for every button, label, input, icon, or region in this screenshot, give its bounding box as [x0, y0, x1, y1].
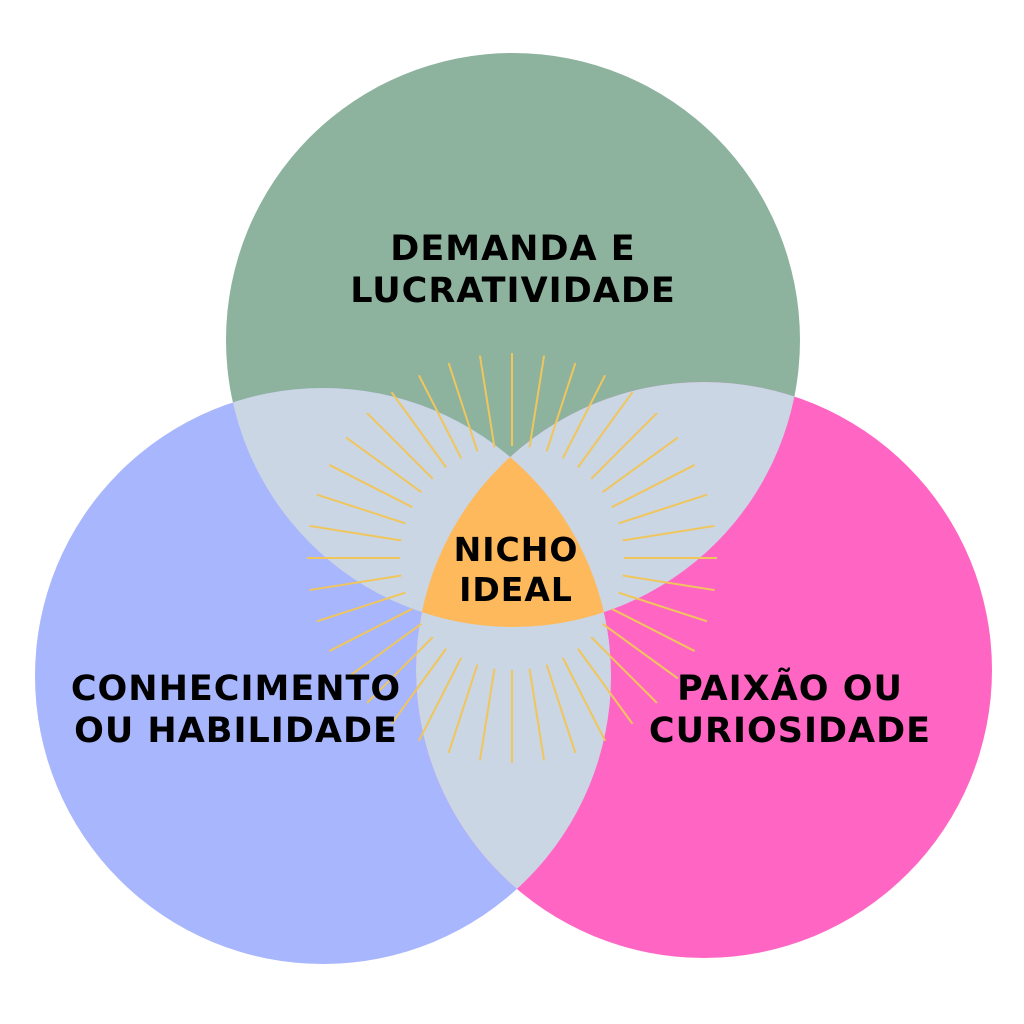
- ray: [577, 648, 634, 725]
- ray: [316, 591, 406, 623]
- ray: [577, 391, 634, 468]
- ray: [345, 436, 422, 493]
- ray: [618, 591, 708, 623]
- center-label-line1: NICHO: [453, 530, 579, 569]
- ray: [602, 623, 679, 680]
- knowledge-label-line1: CONHECIMENTO: [70, 669, 402, 709]
- ray: [390, 391, 447, 468]
- ray: [590, 412, 658, 480]
- ray: [366, 636, 434, 704]
- passion-label: PAIXÃO OU CURIOSIDADE: [649, 668, 931, 752]
- center-label: NICHO IDEAL: [454, 530, 579, 610]
- ray: [447, 664, 479, 754]
- ray: [418, 374, 463, 459]
- ideal-niche-region: [416, 388, 611, 627]
- ray: [528, 355, 546, 448]
- ray: [618, 493, 708, 525]
- ray: [309, 574, 402, 592]
- ray: [418, 657, 463, 742]
- ray: [590, 636, 658, 704]
- demand-label: DEMANDA E LUCRATIVIDADE: [350, 228, 676, 312]
- ray: [622, 574, 715, 592]
- ray: [622, 524, 715, 542]
- sunburst-rays: [307, 353, 717, 763]
- ray: [309, 524, 402, 542]
- knowledge-label: CONHECIMENTO OU HABILIDADE: [71, 668, 401, 752]
- demand-label-line1: DEMANDA E: [390, 229, 636, 269]
- ray: [545, 362, 577, 452]
- ray: [561, 657, 606, 742]
- ray: [528, 668, 546, 761]
- ray: [447, 362, 479, 452]
- passion-label-line1: PAIXÃO OU: [677, 669, 903, 709]
- demand-label-line2: LUCRATIVIDADE: [350, 271, 676, 311]
- ray: [366, 412, 434, 480]
- knowledge-label-line2: OU HABILIDADE: [74, 711, 398, 751]
- ray: [328, 464, 413, 509]
- ray: [478, 355, 496, 448]
- ray: [328, 607, 413, 652]
- passion-label-line2: CURIOSIDADE: [648, 711, 932, 751]
- ray: [545, 664, 577, 754]
- ray: [602, 436, 679, 493]
- ray: [478, 668, 496, 761]
- ray: [390, 648, 447, 725]
- ray: [316, 493, 406, 525]
- ray: [611, 607, 696, 652]
- ray: [611, 464, 696, 509]
- center-label-line2: IDEAL: [459, 570, 573, 609]
- ray: [561, 374, 606, 459]
- ray: [345, 623, 422, 680]
